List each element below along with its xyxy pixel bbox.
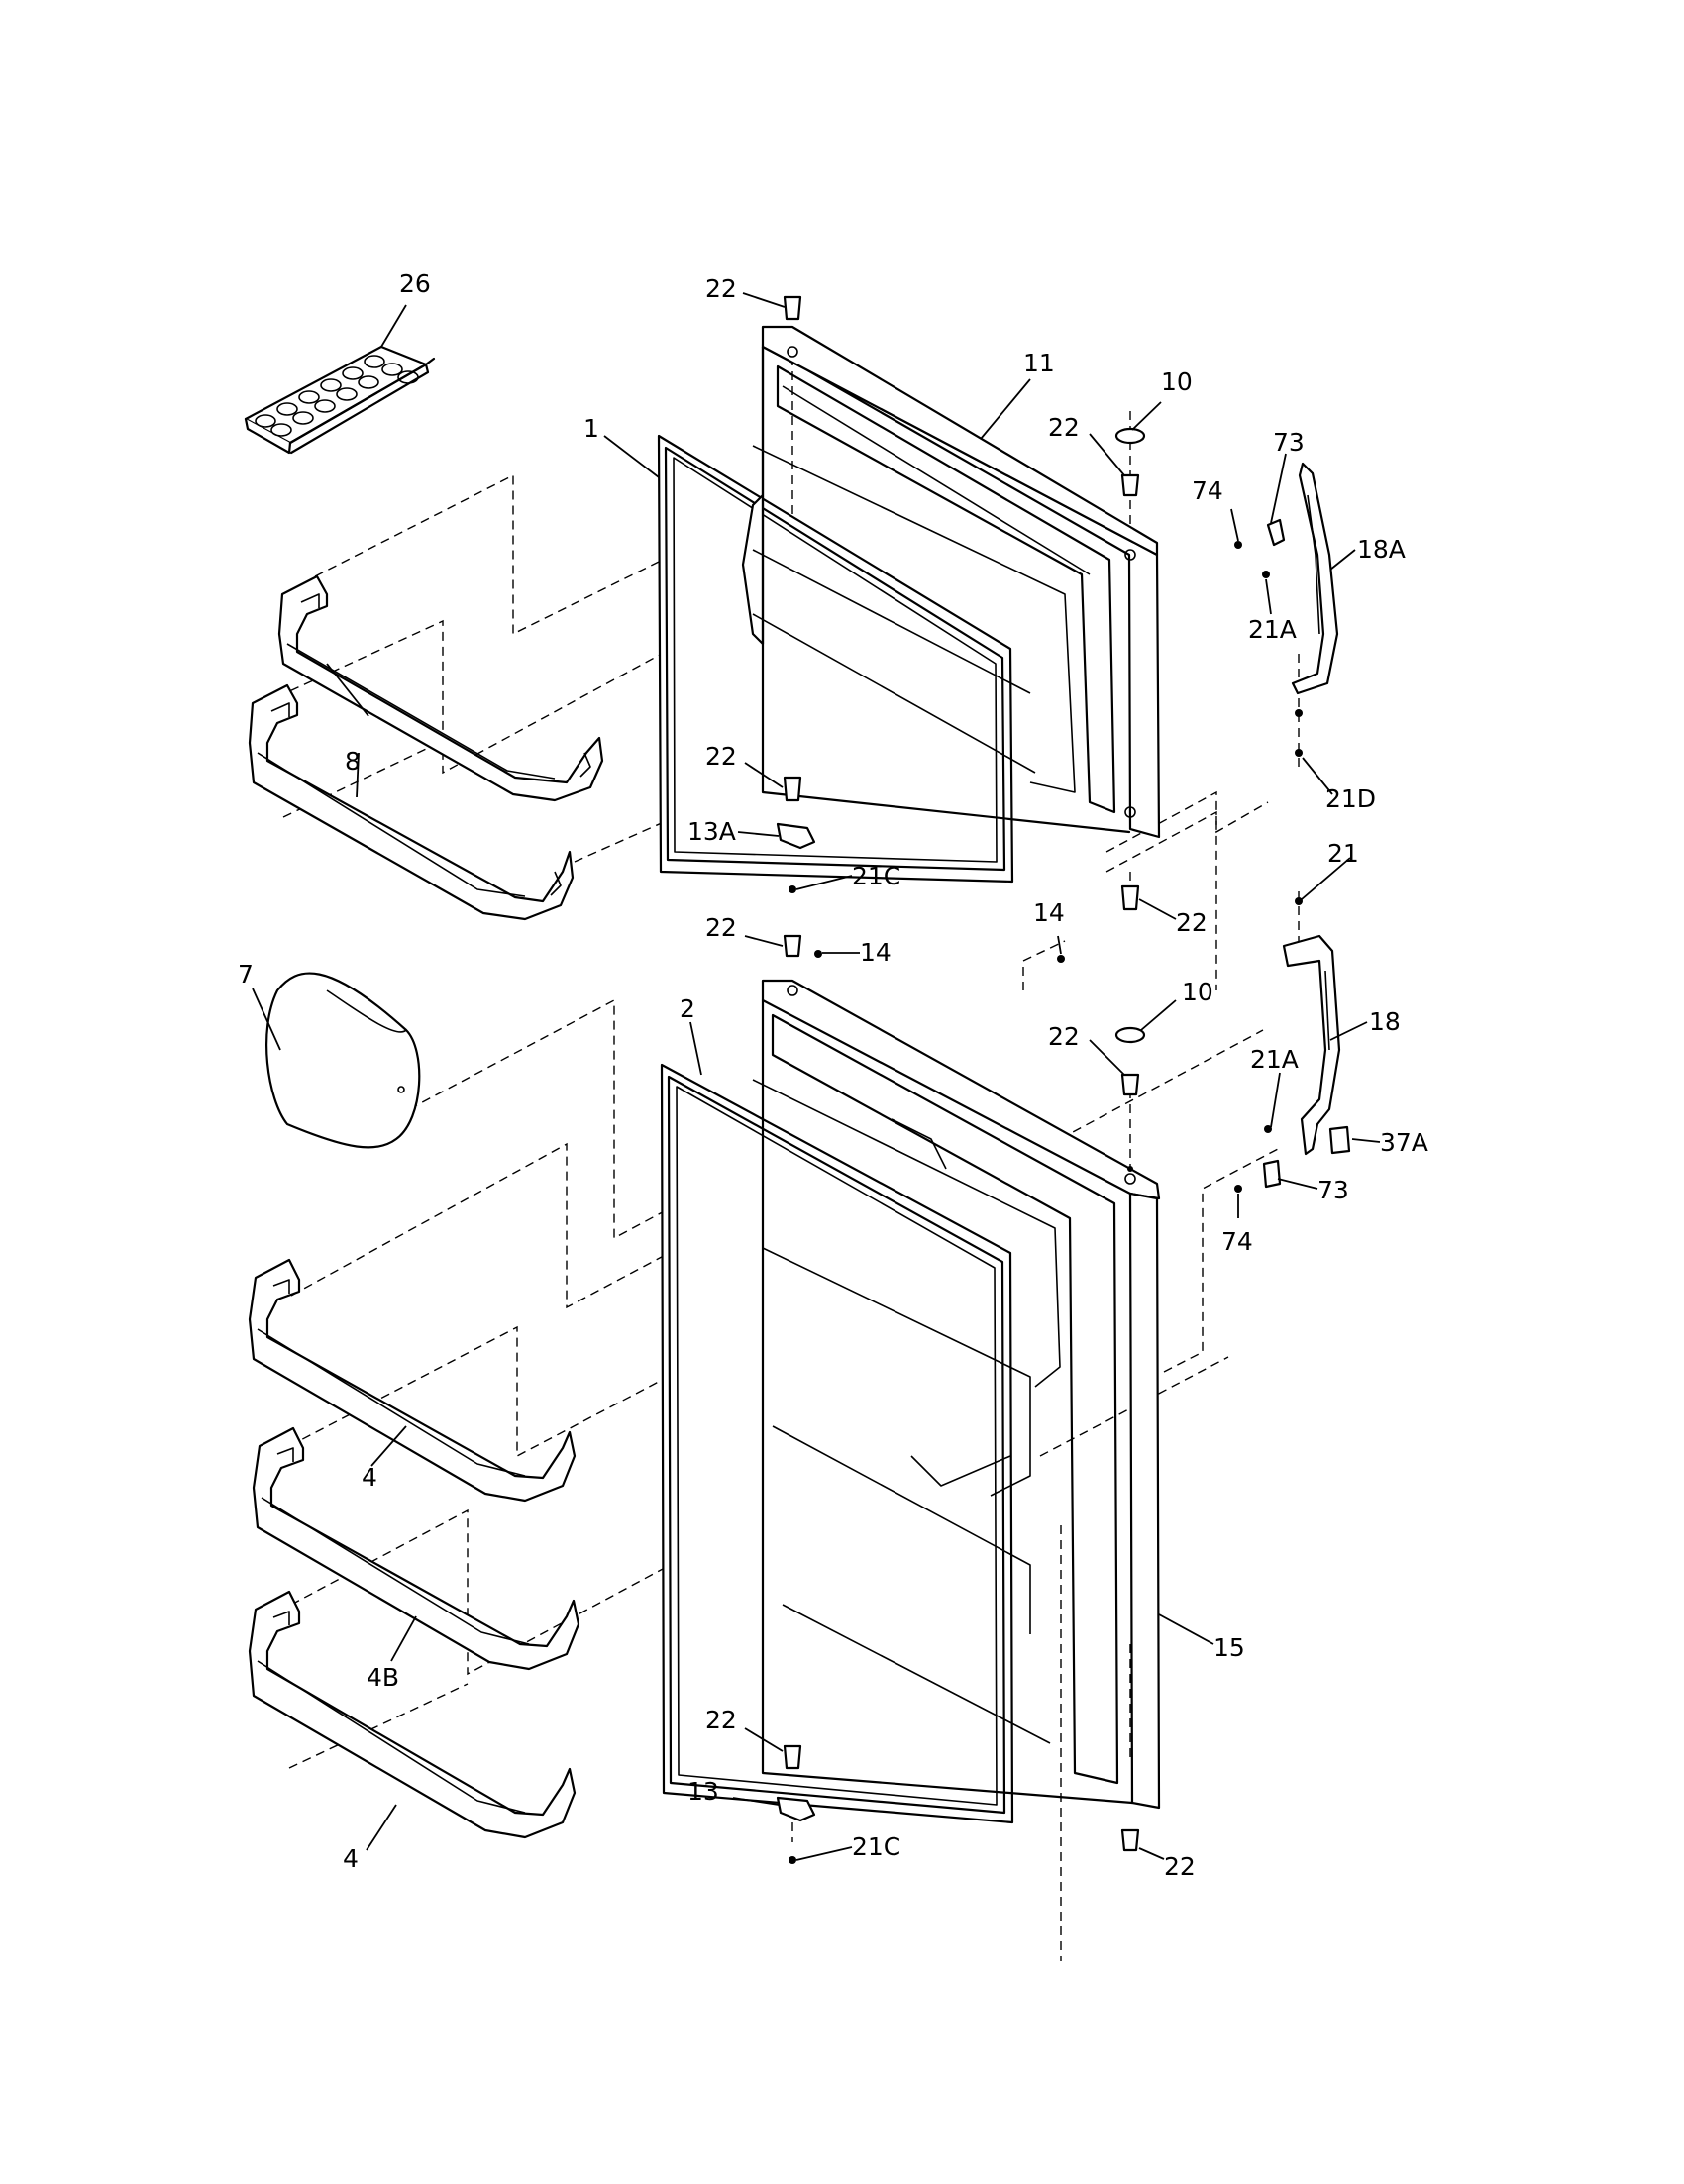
callout-21A: 21A: [1248, 615, 1297, 644]
callout-4: 4: [362, 1463, 377, 1492]
callout-13: 13: [687, 1777, 719, 1806]
egg-tray-part: [244, 345, 436, 455]
callout-7: 7: [238, 960, 254, 988]
callout-73: 73: [1317, 1176, 1349, 1204]
callout-21D: 21D: [1325, 784, 1376, 813]
fresh-food-door-panel: [752, 979, 1161, 1810]
callout-22: 22: [1164, 1852, 1196, 1881]
callout-22: 22: [1048, 413, 1080, 442]
freezer-door-panel: [741, 325, 1161, 839]
callout-22: 22: [1048, 1022, 1080, 1051]
callout-73: 73: [1273, 428, 1305, 457]
callout-2: 2: [680, 994, 695, 1023]
callout-37A: 37A: [1380, 1128, 1428, 1157]
fresh-food-door-shelf-1: [248, 1258, 577, 1503]
callout-18: 18: [1369, 1007, 1401, 1036]
callout-22: 22: [1176, 908, 1208, 937]
callout-11: 11: [1023, 349, 1055, 377]
callout-22: 22: [705, 1706, 737, 1734]
callout-4: 4: [343, 1844, 359, 1873]
callout-21A: 21A: [1250, 1045, 1299, 1074]
callout-14: 14: [860, 938, 892, 967]
freezer-door-shelf-lower: [248, 683, 575, 921]
callout-4B: 4B: [367, 1663, 399, 1692]
callout-74: 74: [1221, 1227, 1253, 1256]
callout-15: 15: [1213, 1633, 1245, 1662]
callout-18A: 18A: [1357, 535, 1406, 564]
middle-hinge-part: [1234, 897, 1351, 1193]
callout-labels: 26 22 11 10 1 22 73 74 18A 21A 8 22 21D …: [238, 269, 1428, 1881]
fresh-food-door-gasket: [660, 1063, 1014, 1824]
callout-10: 10: [1161, 367, 1193, 396]
upper-hinge-part: [1234, 462, 1339, 757]
fresh-food-door-shelf-3: [248, 1590, 577, 1839]
callout-21C: 21C: [852, 862, 900, 890]
callout-21C: 21C: [852, 1832, 900, 1861]
dairy-door-cover: [264, 972, 421, 1149]
fresh-food-door-shelf-2: [252, 1426, 580, 1671]
callout-14: 14: [1033, 898, 1065, 927]
freezer-door-shelf-upper: [277, 574, 604, 802]
upper-fasteners: [776, 295, 1146, 911]
lower-fasteners: [776, 934, 1146, 1864]
callout-74: 74: [1192, 476, 1223, 505]
callout-13A: 13A: [687, 817, 736, 846]
callout-26: 26: [399, 269, 431, 298]
leader-lines: [252, 292, 1381, 1861]
callout-22: 22: [705, 913, 737, 942]
callout-22: 22: [705, 742, 737, 771]
callout-21: 21: [1327, 839, 1359, 868]
callout-22: 22: [705, 274, 737, 303]
callout-8: 8: [345, 747, 361, 776]
callout-10: 10: [1182, 978, 1213, 1006]
callout-1: 1: [583, 414, 599, 443]
